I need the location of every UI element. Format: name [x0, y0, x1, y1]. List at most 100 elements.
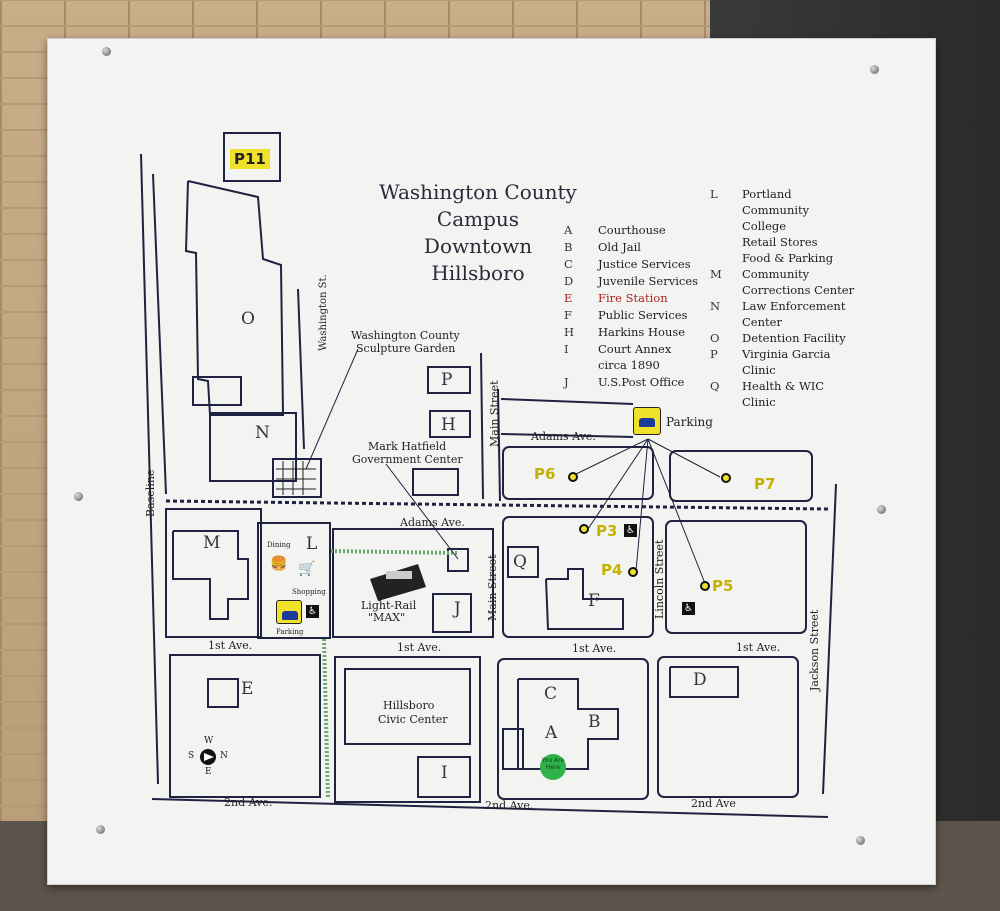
parking-p7-tag: P7 — [754, 475, 776, 493]
parking-car-icon — [633, 407, 661, 435]
building-l-label: L — [306, 534, 318, 554]
parking-p3-tag: P3 — [596, 522, 618, 540]
parking-p6-tag: P6 — [534, 465, 556, 483]
civic-center-label-1: Hillsboro — [383, 699, 435, 712]
title-line-2: Campus — [436, 207, 520, 231]
compass-w: W — [204, 736, 214, 746]
compass-e: E — [205, 767, 212, 777]
sculpture-garden-label-2: Sculpture Garden — [356, 342, 456, 355]
legend-item: Community — [742, 203, 810, 217]
parking-label: Parking — [666, 415, 713, 429]
bolt-icon — [96, 825, 105, 834]
light-rail-label-2: "MAX" — [368, 611, 406, 624]
main-street-lower-label: Main Street — [486, 554, 499, 621]
baseline-street-line — [140, 153, 159, 785]
hatfield-label-1: Mark Hatfield — [368, 440, 447, 453]
legend-item: College — [742, 219, 787, 233]
l-parking-car-icon — [276, 600, 302, 624]
dining-label: Dining — [267, 541, 291, 549]
l-parking-label: Parking — [276, 628, 304, 636]
accessible-icon: ♿ — [306, 605, 319, 618]
legend-item: Corrections Center — [742, 283, 855, 297]
bolt-icon — [102, 47, 111, 56]
first-ave-label: 1st Ave. — [736, 641, 781, 654]
hatfield-label-2: Government Center — [352, 453, 463, 466]
second-ave-label: 2nd Ave. — [485, 799, 534, 812]
parking-p5-tag: P5 — [712, 577, 734, 595]
building-o-label: O — [241, 309, 255, 329]
accessible-icon: ♿ — [682, 602, 695, 615]
street-map-drawing — [140, 132, 837, 818]
legend-item: Center — [742, 315, 782, 329]
building-c-label: C — [544, 684, 558, 704]
bolt-icon — [870, 65, 879, 74]
first-ave-label: 1st Ave. — [397, 641, 442, 654]
building-a-label: A — [545, 723, 558, 743]
compass-n: N — [220, 751, 228, 761]
jackson-street-line — [822, 483, 837, 795]
building-e-label: E — [241, 679, 254, 699]
second-ave-label: 2nd Ave — [691, 797, 736, 810]
building-n-label: N — [255, 423, 270, 443]
title-line-4: Hillsboro — [431, 261, 525, 285]
baseline-street-label: Baseline — [144, 469, 157, 517]
shopping-label: Shopping — [292, 588, 326, 596]
building-h-label: H — [441, 415, 456, 435]
parking-p4-tag: P4 — [601, 561, 623, 579]
first-ave-label: 1st Ave. — [208, 639, 253, 652]
building-i-label: I — [441, 763, 448, 783]
legend-item: Clinic — [742, 395, 776, 409]
legend-item: Retail Stores — [742, 235, 818, 249]
legend-item: Food & Parking — [742, 251, 834, 265]
map-title: Washington County Campus Downtown Hillsb… — [348, 179, 608, 287]
building-m-label: M — [203, 533, 221, 553]
accessible-icon: ♿ — [624, 524, 637, 537]
lincoln-street-label: Lincoln Street — [653, 539, 666, 619]
bolt-icon — [856, 836, 865, 845]
parking-p11-tag: P11 — [230, 149, 270, 169]
building-d-label: D — [693, 670, 707, 690]
light-rail-label-1: Light-Rail — [361, 599, 417, 612]
washington-street-label: Washington St. — [318, 274, 329, 351]
building-q-label: Q — [513, 552, 527, 572]
shopping-cart-icon: 🛒 — [298, 561, 316, 577]
bolt-icon — [74, 492, 83, 501]
first-ave-label: 1st Ave. — [572, 642, 617, 655]
legend-item: circa 1890 — [598, 358, 660, 372]
burger-icon: 🍔 — [270, 556, 288, 572]
building-f-label: F — [588, 591, 600, 611]
light-rail-train-icon — [370, 564, 426, 601]
second-ave-line — [151, 798, 829, 818]
building-p-label: P — [441, 370, 453, 390]
building-j-label: J — [454, 599, 461, 619]
legend-item: Clinic — [742, 363, 776, 377]
jackson-street-label: Jackson Street — [808, 609, 821, 691]
adams-ave-upper-label: Adams Ave. — [531, 430, 596, 443]
campus-map-sign: Washington County Campus Downtown Hillsb… — [47, 38, 936, 885]
main-street-upper-label: Main Street — [488, 380, 501, 447]
bolt-icon — [877, 505, 886, 514]
compass-s: S — [188, 751, 195, 761]
second-ave-label: 2nd Ave. — [224, 796, 273, 809]
building-b-label: B — [588, 712, 601, 732]
title-line-1: Washington County — [379, 180, 577, 204]
you-are-here-marker: You Are Here — [540, 754, 566, 780]
title-line-3: Downtown — [423, 234, 533, 258]
sculpture-garden-label-1: Washington County — [351, 329, 460, 342]
adams-ave-lower-label: Adams Ave. — [400, 516, 465, 529]
